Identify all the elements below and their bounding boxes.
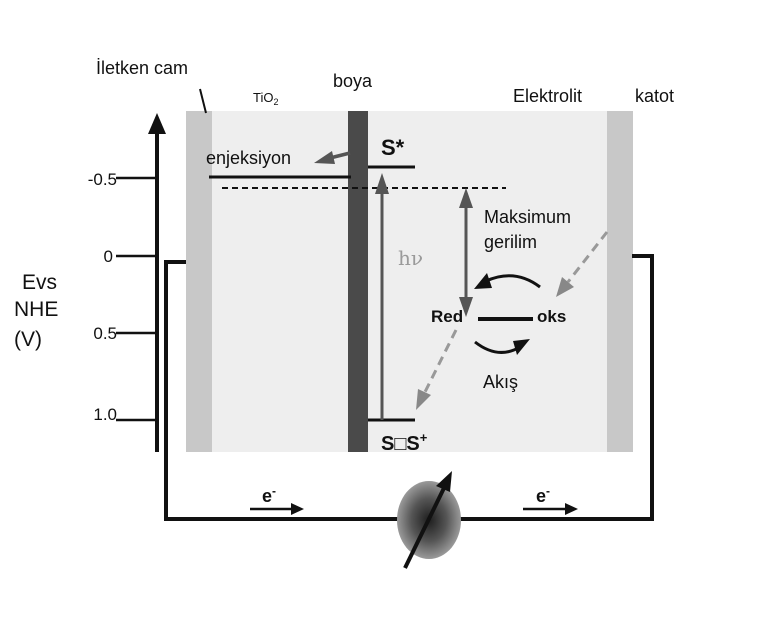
load-meter-needle-head <box>436 471 452 492</box>
electrolyte-label: Elektrolit <box>513 86 582 106</box>
tick-label: -0.5 <box>88 170 117 189</box>
photoexcitation-arrowhead <box>375 173 389 194</box>
load-meter-needle <box>403 487 446 569</box>
cathode-label: katot <box>635 86 674 106</box>
excited-state-label: S* <box>381 135 405 160</box>
electron-label-left-sup: - <box>272 484 276 498</box>
cathode-plate <box>607 111 633 452</box>
oks-label: oks <box>537 307 566 326</box>
ground-state-label: S□S+ <box>381 430 428 455</box>
ground-state-label-sup: + <box>420 430 428 445</box>
electron-label-left: e- <box>262 484 276 506</box>
electron-label-left-main: e <box>262 486 272 506</box>
electron-flow-arrowhead-left <box>291 503 304 515</box>
max-voltage-label-line1: Maksimum <box>484 207 571 227</box>
max-voltage-arrowhead-bottom <box>459 297 473 317</box>
photon-energy-label: hν <box>398 246 423 270</box>
tio2-label-main: TiO <box>253 90 273 105</box>
injection-label: enjeksiyon <box>206 148 291 168</box>
dye-layer <box>348 111 368 452</box>
tio2-label-sub: 2 <box>273 97 278 107</box>
tio2-label: TiO2 <box>253 90 278 107</box>
injection-arrowhead <box>314 151 335 164</box>
redox-curved-arrow-top <box>485 274 541 289</box>
energy-axis-arrowhead <box>148 113 166 134</box>
conductive-glass-label: İletken cam <box>96 58 188 78</box>
conductive-glass-pointer <box>199 88 207 114</box>
tick-label: 0.5 <box>93 324 117 343</box>
conductive-glass-left <box>186 111 212 452</box>
axis-title-line1: Evs <box>22 271 57 294</box>
red-label: Red <box>431 307 463 326</box>
cathode-to-oks-arrowhead <box>556 277 574 297</box>
tick-label: 0 <box>104 247 113 266</box>
electron-label-right-main: e <box>536 486 546 506</box>
electron-flow-arrowhead-right <box>565 503 578 515</box>
red-to-dye-arrowhead <box>416 389 431 410</box>
max-voltage-label-line2: gerilim <box>484 232 537 252</box>
axis-title-line3: (V) <box>14 328 42 351</box>
dye-label: boya <box>333 71 373 91</box>
redox-curved-arrow-top-head <box>474 273 492 289</box>
cathode-to-oks-dashed-arrow <box>566 231 609 283</box>
red-to-dye-dashed-arrow <box>422 329 458 395</box>
tick-label: 1.0 <box>93 405 117 424</box>
max-voltage-arrowhead-top <box>459 188 473 208</box>
electron-label-right-sup: - <box>546 484 550 498</box>
flow-label: Akış <box>483 372 518 392</box>
axis-title-line2: NHE <box>14 298 58 321</box>
electron-label-right: e- <box>536 484 550 506</box>
redox-curved-arrow-bottom-head <box>513 339 530 355</box>
ground-state-label-main: S□S <box>381 433 420 455</box>
